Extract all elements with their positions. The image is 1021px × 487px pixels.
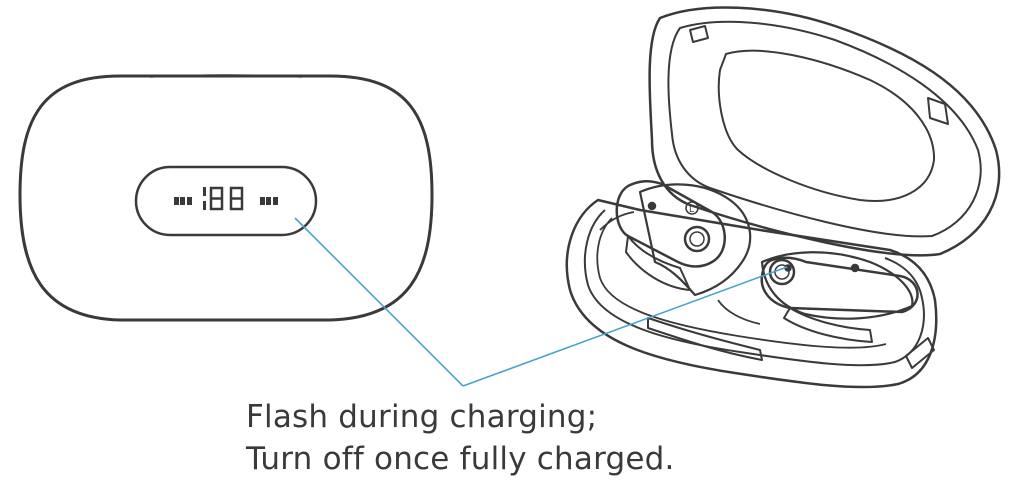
caption-line-2: Turn off once fully charged. (246, 441, 675, 477)
case-cavity-edge (599, 211, 635, 231)
left-earbud-hook (638, 183, 752, 297)
led-window-frame (134, 165, 318, 237)
right-earbud-touch-button (768, 258, 796, 286)
lid-latch-top (689, 25, 709, 43)
charging-indicator-caption: Flash during charging; Turn off once ful… (246, 396, 675, 480)
right-earbud-tip (783, 307, 873, 343)
lid-latch-right (927, 97, 949, 125)
left-earbud: L (615, 180, 752, 297)
closed-case-body (18, 74, 434, 322)
open-case-view: L (565, 6, 1001, 389)
right-earbud-body (760, 256, 919, 314)
case-cavity-divider (717, 299, 761, 325)
case-lid-inner (667, 20, 982, 238)
left-earbud-l-label: L (689, 205, 694, 215)
case-base-outer (565, 198, 938, 389)
left-earbud-l-mark (685, 201, 699, 215)
closed-case-front-view (18, 74, 434, 322)
left-earbud-indicator (174, 197, 192, 205)
left-earbud-body (615, 180, 726, 268)
usb-c-port (905, 337, 935, 369)
left-earbud-mic-hole (647, 201, 657, 211)
left-earbud-tip (625, 235, 691, 291)
right-earbud-mic-hole (850, 263, 860, 273)
callout-lines (294, 217, 788, 387)
closed-case-top-seam (149, 74, 303, 78)
right-earbud-indicator (260, 197, 278, 205)
led-display-window (134, 165, 318, 237)
case-lid-recess (717, 49, 936, 202)
case-lid-outer (648, 6, 1001, 257)
case-base-rim (583, 209, 925, 367)
caption-line-1: Flash during charging; (246, 399, 598, 435)
case-front-slot (647, 317, 763, 361)
left-earbud-touch-button (683, 225, 711, 253)
case-base-inner-rim (596, 217, 887, 349)
battery-percentage-digits (203, 186, 244, 211)
callout-line-display (294, 217, 464, 387)
callout-line-earbud-led (462, 266, 788, 387)
right-earbud (760, 251, 919, 343)
